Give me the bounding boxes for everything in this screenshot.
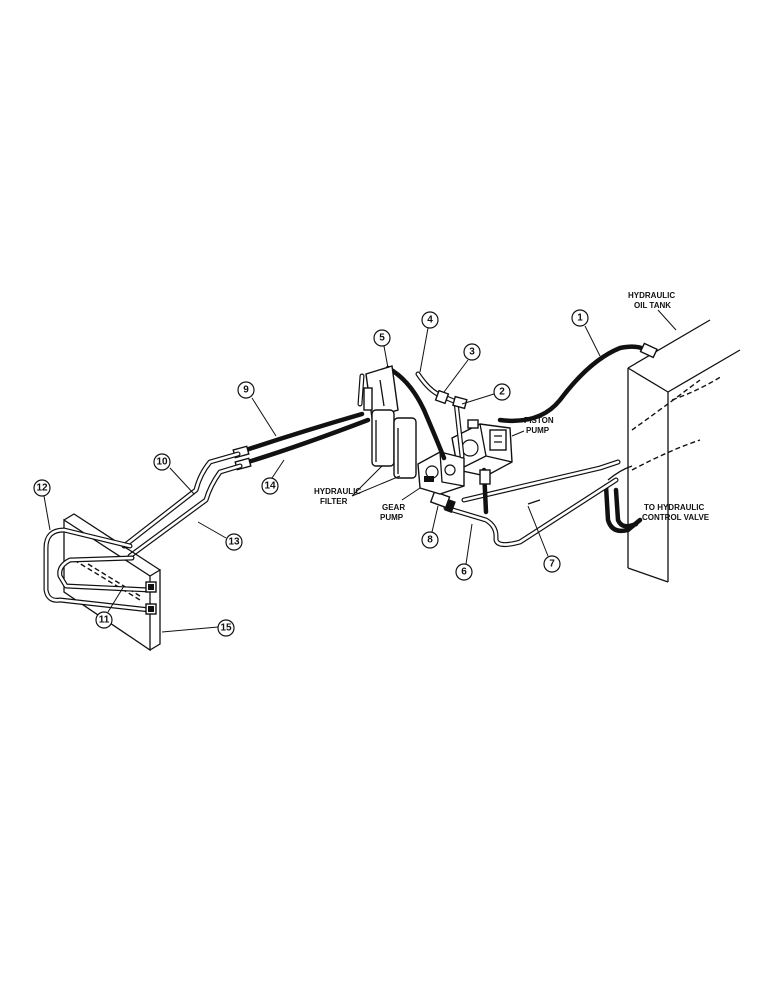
- svg-text:12: 12: [36, 483, 48, 494]
- svg-text:FILTER: FILTER: [320, 497, 348, 506]
- callout-5: 5: [373, 329, 391, 369]
- cooler-loop-11: [57, 555, 153, 593]
- svg-text:GEAR: GEAR: [382, 503, 405, 512]
- fitting-8: [429, 490, 456, 514]
- svg-text:11: 11: [99, 615, 110, 626]
- svg-text:HYDRAULIC: HYDRAULIC: [314, 487, 361, 496]
- callout-7: 7: [527, 505, 561, 573]
- svg-text:TO HYDRAULIC: TO HYDRAULIC: [644, 503, 705, 512]
- callout-14: 14: [261, 459, 285, 495]
- hose-5: [385, 365, 447, 461]
- callout-6: 6: [455, 523, 473, 581]
- piston-pump: [451, 419, 513, 477]
- svg-text:13: 13: [228, 537, 240, 548]
- tube-7: [461, 459, 621, 505]
- control-valve-hoses: [603, 483, 643, 534]
- callout-2: 2: [461, 383, 511, 405]
- svg-text:4: 4: [427, 315, 433, 326]
- callout-10: 10: [153, 453, 195, 495]
- svg-text:CONTROL VALVE: CONTROL VALVE: [642, 513, 710, 522]
- label-hydraulic-oil-tank: HYDRAULIC OIL TANK: [628, 291, 677, 331]
- svg-text:PISTON: PISTON: [524, 416, 554, 425]
- svg-text:8: 8: [427, 535, 433, 546]
- label-to-hydraulic-control-valve: TO HYDRAULIC CONTROL VALVE: [642, 503, 710, 522]
- svg-text:6: 6: [461, 567, 467, 578]
- callout-8: 8: [421, 505, 439, 549]
- callout-12: 12: [33, 479, 51, 531]
- hose-1: [497, 342, 658, 423]
- tube-10: [121, 451, 241, 549]
- svg-text:7: 7: [549, 559, 555, 570]
- svg-text:10: 10: [156, 457, 168, 468]
- svg-text:PUMP: PUMP: [380, 513, 404, 522]
- hydraulic-oil-tank: [607, 319, 741, 583]
- cooler-loop-12: [43, 527, 153, 613]
- callout-9: 9: [237, 381, 277, 437]
- svg-text:15: 15: [220, 623, 232, 634]
- svg-text:14: 14: [264, 481, 276, 492]
- tube-13: [127, 463, 243, 559]
- callout-3: 3: [443, 343, 481, 393]
- callout-4: 4: [419, 311, 439, 373]
- callout-1: 1: [571, 309, 601, 357]
- callout-15: 15: [161, 619, 235, 637]
- hose-9: [232, 411, 365, 459]
- svg-text:5: 5: [379, 333, 385, 344]
- svg-text:OIL TANK: OIL TANK: [634, 301, 671, 310]
- fitting-2: [452, 395, 468, 410]
- cooler-fittings: [145, 581, 157, 615]
- callout-13: 13: [197, 521, 243, 551]
- tube-6: [443, 477, 619, 548]
- hydraulic-filter: [357, 365, 417, 479]
- svg-text:HYDRAULIC: HYDRAULIC: [628, 291, 675, 300]
- label-gear-pump: GEAR PUMP: [380, 487, 421, 522]
- svg-text:9: 9: [243, 385, 249, 396]
- callout-11: 11: [95, 585, 125, 629]
- svg-text:2: 2: [499, 387, 505, 398]
- fitting-3: [434, 389, 450, 405]
- gear-pump: [417, 451, 465, 495]
- svg-text:3: 3: [469, 347, 475, 358]
- suction-hose: [479, 467, 491, 515]
- label-piston-pump: PISTON PUMP: [511, 416, 554, 437]
- svg-text:PUMP: PUMP: [526, 426, 550, 435]
- svg-text:1: 1: [577, 313, 583, 324]
- label-hydraulic-filter: HYDRAULIC FILTER: [314, 465, 401, 506]
